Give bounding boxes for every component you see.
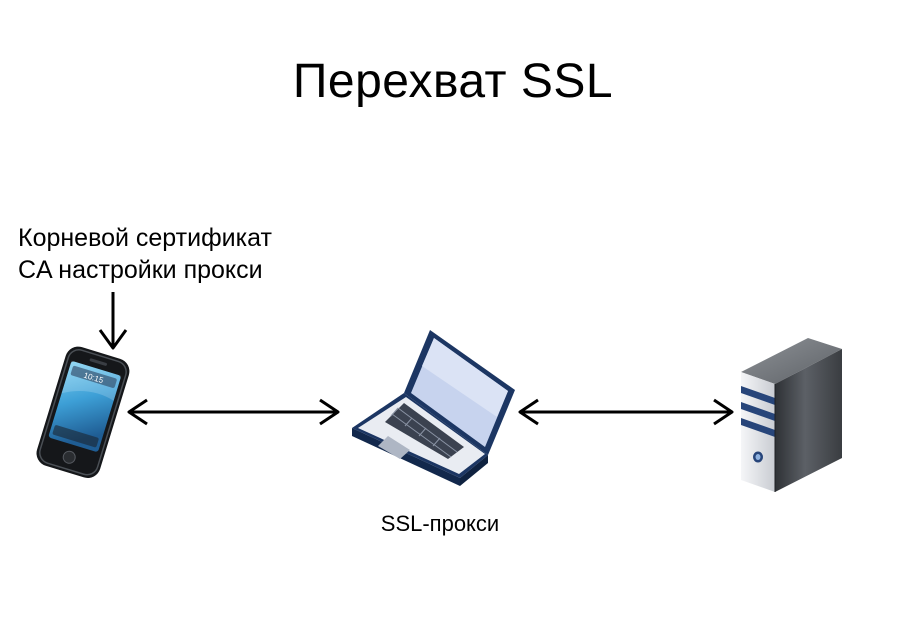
- root-certificate-note: Корневой сертификат CA настройки прокси: [18, 222, 272, 286]
- down-arrow: [98, 292, 128, 350]
- note-line-1: Корневой сертификат: [18, 224, 272, 252]
- phone-icon: 10:15: [36, 346, 130, 478]
- proxy-server-arrow: [518, 398, 734, 426]
- ssl-proxy-label: SSL-прокси: [380, 511, 500, 536]
- note-line-2: CA настройки прокси: [18, 256, 263, 284]
- laptop-icon: [352, 330, 515, 486]
- server-icon: [741, 338, 842, 492]
- diagram-title: Перехват SSL: [292, 55, 614, 108]
- phone-proxy-arrow: [127, 398, 340, 426]
